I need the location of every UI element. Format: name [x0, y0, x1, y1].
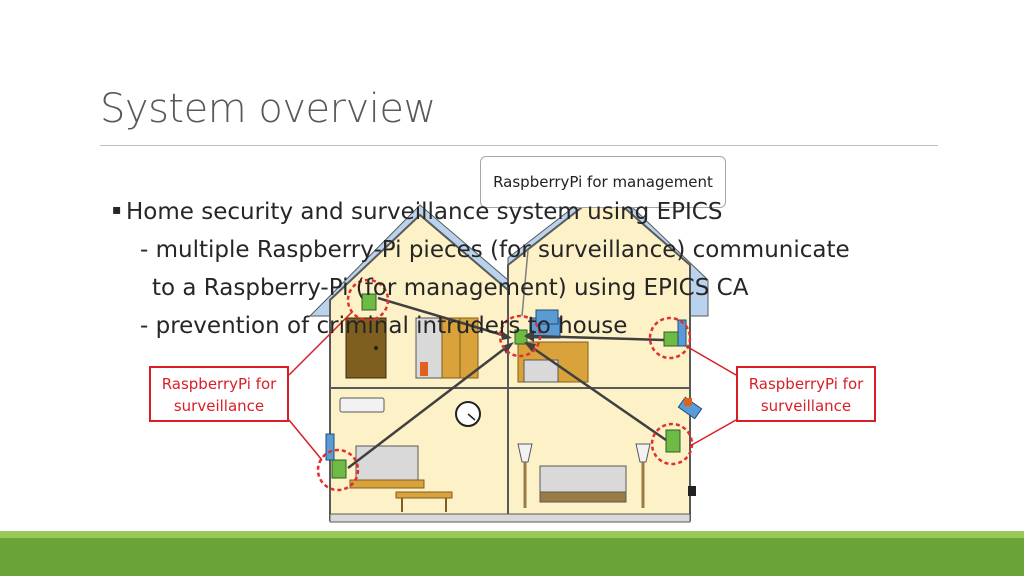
- communication-arrows: [347, 249, 667, 469]
- bullet-subitem-2: - prevention of criminal intruders to ho…: [140, 313, 628, 339]
- management-pi-label: RaspberryPi for management: [480, 156, 726, 208]
- house-ground-strip: [329, 513, 691, 523]
- connector-right-lower: [689, 419, 737, 447]
- bullet-text-1: Home security and surveillance system us…: [126, 199, 723, 225]
- floor-lamp-right: [635, 443, 651, 463]
- highlight-management: [498, 314, 542, 358]
- footer-accent-dark: [0, 538, 1024, 576]
- arrow-upper-left: [377, 296, 507, 338]
- surveillance-pi-lower-left: [331, 459, 347, 479]
- arrow-lower-right: [529, 344, 667, 442]
- floor-lamp-left: [517, 443, 533, 463]
- bookshelf-red-book: [420, 362, 428, 376]
- tv: [355, 445, 419, 481]
- slide-title: System overview: [100, 86, 436, 132]
- low-table: [395, 491, 453, 499]
- management-pi-camera: [535, 309, 559, 325]
- air-conditioner: [339, 397, 385, 413]
- surveillance-label-left-line1: RaspberryPi for: [161, 375, 277, 393]
- tv-stand: [349, 479, 425, 489]
- surveillance-pi-lower-right: [665, 429, 681, 453]
- highlight-circles: [316, 278, 694, 492]
- surveillance-pi-lower-left-camera: [325, 433, 335, 461]
- door-knob: [374, 346, 378, 350]
- arrowhead-lower-right: [524, 342, 536, 352]
- management-link: [521, 249, 529, 317]
- highlight-upper-left: [346, 278, 390, 322]
- highlight-lower-left: [316, 448, 360, 492]
- door: [345, 317, 387, 379]
- label-connectors: [288, 311, 737, 461]
- surveillance-pi-label-left: RaspberryPi for surveillance: [149, 366, 289, 422]
- highlight-lower-right: [650, 422, 694, 466]
- arrowhead-upper-left: [500, 330, 512, 340]
- house: [308, 181, 709, 523]
- connector-right-upper: [685, 345, 737, 376]
- bullet-item-1: ▪Home security and surveillance system u…: [112, 193, 952, 231]
- surveillance-label-right-line2: surveillance: [760, 397, 852, 415]
- bullet-subitem-1-continued: to a Raspberry-Pi (for management) using…: [152, 275, 749, 301]
- surveillance-label-right-line1: RaspberryPi for: [748, 375, 864, 393]
- highlight-upper-right: [648, 316, 692, 360]
- connector-left-upper: [288, 311, 353, 376]
- surveillance-pi-label-right: RaspberryPi for surveillance: [736, 366, 876, 422]
- connector-left-lower: [288, 419, 323, 461]
- external-socket: [688, 486, 696, 496]
- bookshelf: [415, 317, 443, 379]
- house-diagram: [288, 181, 737, 523]
- surveillance-pi-upper-left: [361, 293, 377, 311]
- sofa-base: [539, 491, 627, 503]
- title-divider: [100, 145, 938, 146]
- bullet-marker: ▪: [112, 202, 122, 218]
- arrowhead-lower-left: [502, 342, 514, 354]
- arrow-upper-right: [529, 334, 665, 342]
- bullet-subitem-1: - multiple Raspberry-Pi pieces (for surv…: [140, 237, 850, 263]
- external-camera-mount: [684, 398, 692, 406]
- wall-clock-hand: [467, 413, 476, 421]
- arrowhead-upper-right: [524, 330, 534, 342]
- bullet-list: ▪Home security and surveillance system u…: [112, 193, 952, 345]
- surveillance-pi-upper-right-camera: [677, 319, 687, 347]
- chair-upper: [523, 359, 559, 383]
- footer-accent-light: [0, 531, 1024, 538]
- surveillance-label-left-line2: surveillance: [173, 397, 265, 415]
- arrow-lower-left: [347, 345, 509, 469]
